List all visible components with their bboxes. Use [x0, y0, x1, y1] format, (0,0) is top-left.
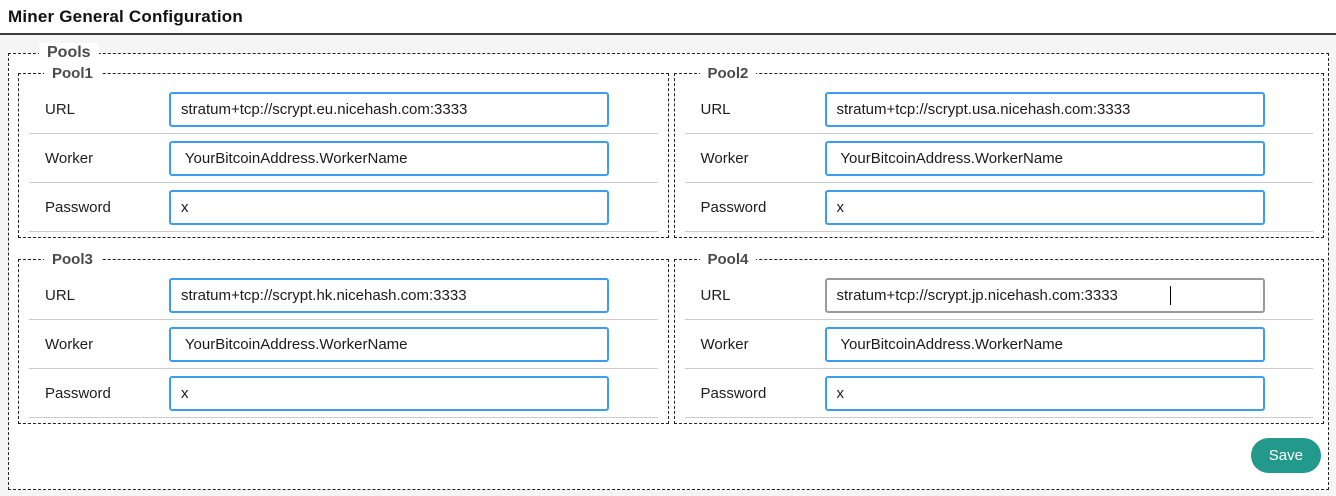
pool1-password-input[interactable]	[169, 189, 609, 225]
pools-grid: Pool1 URL Worker Password	[18, 64, 1324, 424]
pool3-worker-label: Worker	[45, 335, 94, 353]
pool1-url-label: URL	[45, 100, 76, 118]
pool4-worker-input-wrap	[824, 326, 1265, 362]
pools-fieldset: Pools Pool1 URL Worker Pas	[8, 43, 1329, 490]
pool2-password-input-wrap	[824, 189, 1265, 225]
pool2-password-input[interactable]	[824, 189, 1265, 225]
pool3-worker-input[interactable]	[169, 326, 609, 362]
pool1-worker-input-wrap	[169, 140, 609, 176]
pool4-password-input[interactable]	[824, 375, 1265, 411]
pool2-worker-label: Worker	[700, 149, 749, 167]
pool2-worker-row: Worker	[684, 134, 1313, 183]
pool1-worker-input[interactable]	[169, 140, 609, 176]
save-button[interactable]: Save	[1250, 438, 1321, 473]
page-header: Miner General Configuration	[0, 0, 1336, 35]
pool3-password-label: Password	[45, 384, 111, 402]
pool4-legend: Pool4	[699, 250, 757, 269]
pool1-worker-label: Worker	[45, 149, 94, 167]
pool4-url-label: URL	[700, 286, 731, 304]
pool2-url-input[interactable]	[824, 91, 1265, 127]
page-content: Pools Pool1 URL Worker Pas	[0, 35, 1336, 492]
text-caret	[1169, 285, 1171, 305]
pool2-fieldset: Pool2 URL Worker Password	[673, 64, 1324, 238]
pool2-legend: Pool2	[699, 64, 757, 83]
pool3-url-input[interactable]	[169, 277, 609, 313]
pool3-worker-input-wrap	[169, 326, 609, 362]
pool2-url-input-wrap	[824, 91, 1265, 127]
pool1-url-input[interactable]	[169, 91, 609, 127]
page-title: Miner General Configuration	[8, 7, 243, 26]
pool3-url-input-wrap	[169, 277, 609, 313]
pool3-worker-row: Worker	[29, 320, 658, 369]
pool4-worker-input[interactable]	[824, 326, 1265, 362]
pool4-password-row: Password	[684, 369, 1313, 418]
pool1-url-input-wrap	[169, 91, 609, 127]
pool1-password-label: Password	[45, 198, 111, 216]
pool1-password-row: Password	[29, 183, 658, 232]
pool1-fieldset: Pool1 URL Worker Password	[18, 64, 669, 238]
pools-legend: Pools	[39, 43, 99, 63]
pool3-url-label: URL	[45, 286, 76, 304]
pool4-password-input-wrap	[824, 375, 1265, 411]
pool1-legend: Pool1	[44, 64, 101, 83]
pool4-fieldset: Pool4 URL Worker Password	[673, 250, 1324, 424]
pool3-password-input[interactable]	[169, 375, 609, 411]
pool1-password-input-wrap	[169, 189, 609, 225]
pool4-worker-row: Worker	[684, 320, 1313, 369]
pool2-password-row: Password	[684, 183, 1313, 232]
pool3-password-row: Password	[29, 369, 658, 418]
pool4-url-row: URL	[684, 271, 1313, 320]
pool4-url-input-wrap	[824, 277, 1265, 313]
pool2-url-label: URL	[700, 100, 731, 118]
pool2-password-label: Password	[700, 198, 767, 216]
pool3-url-row: URL	[29, 271, 658, 320]
pool4-worker-label: Worker	[700, 335, 749, 353]
pool3-legend: Pool3	[44, 250, 101, 269]
pool4-url-input[interactable]	[824, 277, 1265, 313]
pool2-url-row: URL	[684, 85, 1313, 134]
pool3-fieldset: Pool3 URL Worker Password	[18, 250, 669, 424]
pool2-worker-input[interactable]	[824, 140, 1265, 176]
pool1-worker-row: Worker	[29, 134, 658, 183]
pool4-password-label: Password	[700, 384, 767, 402]
pool2-worker-input-wrap	[824, 140, 1265, 176]
pool3-password-input-wrap	[169, 375, 609, 411]
pool1-url-row: URL	[29, 85, 658, 134]
save-row: Save	[18, 424, 1324, 480]
